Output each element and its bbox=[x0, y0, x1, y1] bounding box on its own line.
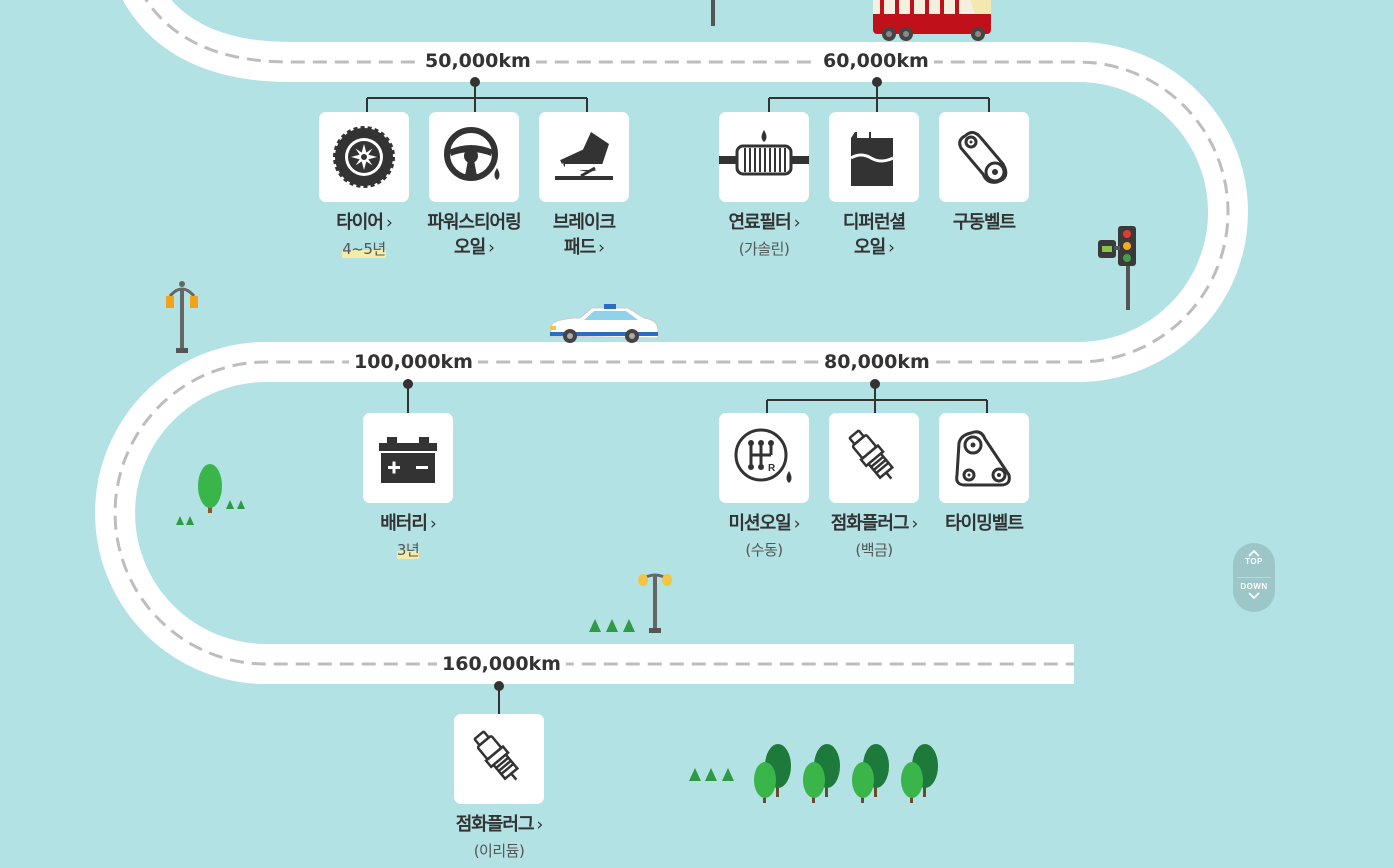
pole-top bbox=[711, 0, 715, 26]
gear-shift-icon: R bbox=[734, 428, 792, 483]
grass-icon bbox=[176, 500, 734, 781]
fuel-filter-card[interactable] bbox=[719, 112, 809, 202]
milestone-dots bbox=[403, 77, 882, 691]
label-text: 타이밍벨트 bbox=[945, 513, 1024, 534]
bus-icon bbox=[873, 0, 991, 41]
tire-icon bbox=[333, 126, 395, 188]
tire-label[interactable]: 타이어› bbox=[294, 210, 434, 236]
chevron-right-icon: › bbox=[793, 514, 801, 534]
chevron-right-icon: › bbox=[536, 815, 544, 835]
label-text: 미션오일 bbox=[728, 513, 791, 534]
label-text: 타이어 bbox=[336, 212, 384, 233]
spark-plug-platinum-label[interactable]: 점화플러그› bbox=[804, 511, 944, 537]
chevron-right-icon: › bbox=[488, 238, 495, 258]
milestone-distance: 50,000km bbox=[420, 49, 536, 73]
milestone-distance: 160,000km bbox=[437, 652, 566, 676]
drive-belt-card[interactable] bbox=[939, 112, 1029, 202]
scroll-nav: TOP DOWN bbox=[1233, 543, 1275, 612]
chevron-right-icon: › bbox=[888, 238, 895, 258]
battery-icon bbox=[379, 437, 437, 483]
street-lamp-icon bbox=[638, 573, 672, 633]
note-text: (백금) bbox=[855, 541, 893, 559]
transmission-oil-label[interactable]: 미션오일› bbox=[694, 511, 834, 537]
label-text: 디퍼런셜 bbox=[842, 212, 906, 233]
note-text: (이리듐) bbox=[473, 842, 525, 860]
spark-plug-icon bbox=[848, 429, 895, 480]
note-text: 4~5년 bbox=[342, 240, 386, 258]
transmission-oil-note: (수동) bbox=[694, 539, 834, 561]
police-car-icon bbox=[549, 304, 659, 343]
brake-pedal-icon bbox=[555, 132, 613, 180]
street-lamp-icon bbox=[166, 281, 198, 353]
label-text: 점화플러그 bbox=[830, 513, 910, 534]
timing-belt-icon bbox=[955, 430, 1011, 487]
spark-plug-iridium-card[interactable] bbox=[454, 714, 544, 804]
chevron-down-icon bbox=[1248, 592, 1260, 600]
label-text: 배터리 bbox=[380, 513, 428, 534]
drive-belt-label[interactable]: 구동벨트 bbox=[914, 210, 1054, 235]
chevron-right-icon: › bbox=[429, 514, 437, 534]
label-text: 구동벨트 bbox=[952, 212, 1016, 233]
label-text: 점화플러그 bbox=[455, 814, 535, 835]
svg-text:R: R bbox=[768, 463, 776, 474]
milestone-distance: 80,000km bbox=[819, 350, 935, 374]
road-surface bbox=[95, 0, 1248, 684]
chevron-right-icon: › bbox=[793, 213, 801, 233]
milestone-distance: 100,000km bbox=[349, 350, 478, 374]
milestone-distance: 60,000km bbox=[818, 49, 934, 73]
chevron-right-icon: › bbox=[385, 213, 393, 233]
label-text: 연료필터 bbox=[728, 212, 791, 233]
battery-card[interactable] bbox=[363, 413, 453, 503]
note-text: 3년 bbox=[396, 541, 420, 559]
timing-belt-label[interactable]: 타이밍벨트 bbox=[914, 511, 1054, 536]
tree-icon bbox=[198, 464, 222, 513]
tire-note: 4~5년 bbox=[294, 238, 434, 260]
note-text: (수동) bbox=[745, 541, 783, 559]
down-label: DOWN bbox=[1240, 582, 1268, 591]
spark-plug-iridium-label[interactable]: 점화플러그› bbox=[429, 812, 569, 838]
chevron-up-icon bbox=[1248, 549, 1260, 557]
label-text: 브레이크 bbox=[552, 212, 616, 233]
note-text: (가솔린) bbox=[738, 240, 790, 258]
transmission-oil-card[interactable]: R bbox=[719, 413, 809, 503]
label-text: 오일 bbox=[854, 237, 886, 258]
timing-belt-card[interactable] bbox=[939, 413, 1029, 503]
forest-icon bbox=[754, 744, 938, 803]
spark-plug-platinum-card[interactable] bbox=[829, 413, 919, 503]
steering-wheel-icon bbox=[444, 127, 500, 181]
oil-can-icon bbox=[850, 132, 894, 186]
battery-note: 3년 bbox=[338, 539, 478, 561]
label-text: 패드 bbox=[564, 237, 596, 258]
down-button[interactable]: DOWN bbox=[1233, 582, 1275, 612]
fuel-filter-label[interactable]: 연료필터› bbox=[694, 210, 834, 236]
fuel-filter-icon bbox=[719, 130, 809, 176]
spark-plug-platinum-note: (백금) bbox=[804, 539, 944, 561]
brake-pad-card[interactable] bbox=[539, 112, 629, 202]
label-text: 파워스티어링 bbox=[427, 212, 521, 233]
spark-plug-iridium-note: (이리듐) bbox=[429, 840, 569, 862]
drive-belt-icon bbox=[958, 131, 1008, 184]
chevron-right-icon: › bbox=[911, 514, 919, 534]
fuel-filter-note: (가솔린) bbox=[694, 238, 834, 260]
battery-label[interactable]: 배터리› bbox=[338, 511, 478, 537]
road-center-line bbox=[113, 0, 1230, 666]
top-label: TOP bbox=[1245, 557, 1263, 566]
differential-oil-card[interactable] bbox=[829, 112, 919, 202]
nav-divider bbox=[1237, 577, 1271, 578]
label-text: 오일 bbox=[454, 237, 486, 258]
tire-card[interactable] bbox=[319, 112, 409, 202]
chevron-right-icon: › bbox=[598, 238, 605, 258]
top-button[interactable]: TOP bbox=[1233, 547, 1275, 577]
power-steering-oil-card[interactable] bbox=[429, 112, 519, 202]
traffic-light-icon bbox=[1098, 226, 1136, 310]
spark-plug-icon bbox=[473, 730, 520, 781]
